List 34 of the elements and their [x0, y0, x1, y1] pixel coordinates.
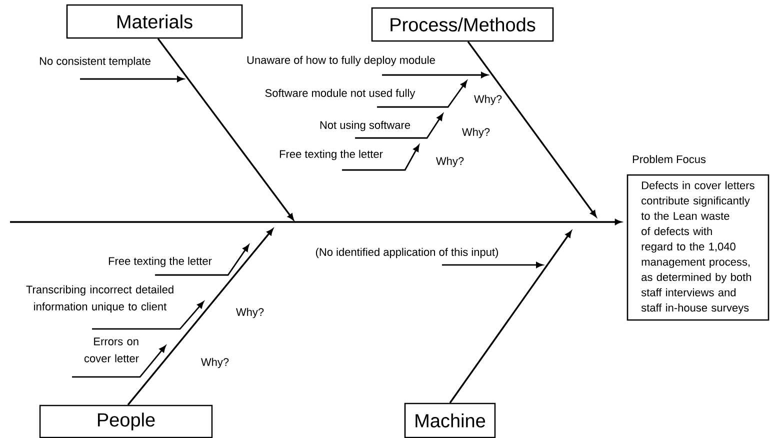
cause-text: (No identified application of this input) [316, 248, 498, 258]
arrow [80, 76, 184, 82]
arrow [342, 144, 420, 171]
arrow [127, 228, 274, 406]
arrow [155, 244, 250, 276]
arrow [382, 72, 488, 78]
cause-text: Not using software [320, 120, 410, 132]
category-box: Process/Methods [371, 7, 554, 42]
arrow [157, 38, 294, 220]
problem-box: Defects in cover letters contribute significantly to the Lean waste of defects with regard to the 1,040 management process, as determined by both staff interviews and staff in-house surveys [626, 174, 770, 321]
cause-text: Errors on cover letter [84, 338, 139, 362]
why-label: Why? [236, 308, 264, 318]
cause-text: Free texting the letter [280, 150, 383, 160]
category-box: People [39, 404, 213, 438]
cause-text: Free texting the letter [108, 256, 212, 268]
cause-text: No consistent template [40, 56, 150, 68]
spine-arrow [10, 219, 622, 225]
heading: Problem Focus [632, 155, 706, 164]
why-label: Why? [201, 358, 229, 368]
arrow [72, 345, 166, 378]
arrow [377, 80, 468, 108]
arrow [92, 301, 204, 330]
edge-label: Why? [472, 94, 504, 106]
arrow [449, 230, 572, 404]
cause-text: Software module not used fully [265, 88, 416, 100]
edge-label: Why? [434, 156, 466, 168]
category-box: Materials [66, 4, 243, 39]
arrow [467, 41, 596, 217]
cause-text: Transcribing incorrect detailed information unique to client [26, 285, 174, 313]
cause-text: Unaware of how to fully deploy module [247, 56, 435, 66]
arrow [355, 114, 444, 139]
category-box: Machine [404, 402, 496, 438]
arrow [442, 262, 543, 268]
edge-label: Why? [460, 126, 492, 140]
